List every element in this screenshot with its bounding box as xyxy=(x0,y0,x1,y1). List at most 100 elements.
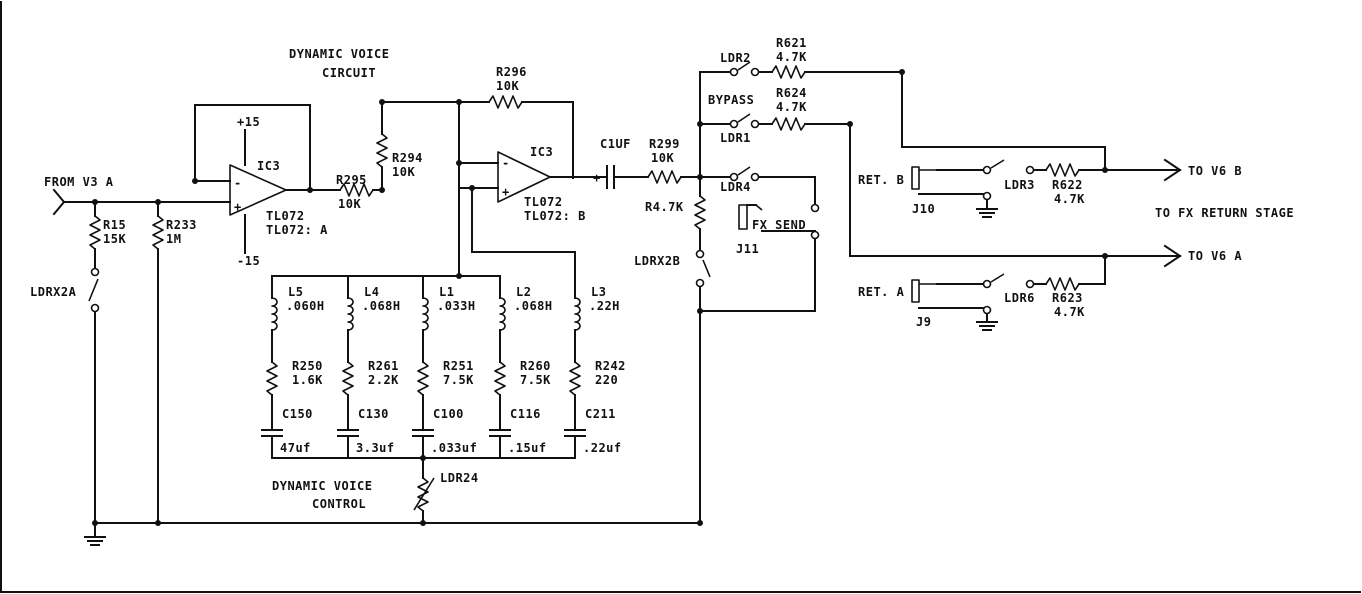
ret-b-label: RET. B xyxy=(858,173,904,187)
r623-value: 4.7K xyxy=(1054,305,1085,319)
r296-name: R296 xyxy=(496,65,527,79)
filter-capacitor-value: .15uf xyxy=(508,441,547,455)
r294-resistor xyxy=(376,101,388,191)
ground-symbol-input xyxy=(84,522,106,546)
ldrx2a-switch xyxy=(88,278,100,524)
ldr1-label: LDR1 xyxy=(720,131,751,145)
ic3a-minus: - xyxy=(234,176,242,190)
r294-name: R294 xyxy=(392,151,423,165)
filter-resistor-name: R251 xyxy=(443,359,474,373)
filter-capacitor-name: C130 xyxy=(358,407,389,421)
j10-label: J10 xyxy=(912,202,935,216)
filter-capacitor-value: 3.3uf xyxy=(356,441,395,455)
filter-resistor-value: 2.2K xyxy=(368,373,399,387)
ret-b-circuit xyxy=(911,158,1182,218)
ic3b-opamp xyxy=(458,151,608,293)
filter-bank: L5.060HR2501.6KC15047ufL4.068HR2612.2KC1… xyxy=(261,275,626,459)
r296-feedback xyxy=(381,95,574,277)
c1uf-capacitor xyxy=(606,165,649,189)
ldrx2b-label: LDRX2B xyxy=(634,254,680,268)
ldr24-label: LDR24 xyxy=(440,471,479,485)
r621-name: R621 xyxy=(776,36,807,50)
ic3b-plus: + xyxy=(502,185,510,199)
ldr1-switch xyxy=(699,113,1181,257)
r621-value: 4.7K xyxy=(776,50,807,64)
filter-resistor-value: 220 xyxy=(595,373,618,387)
r622-value: 4.7K xyxy=(1054,192,1085,206)
dynamic-voice-control-sublabel: CONTROL xyxy=(312,497,366,511)
ic3a-part-unit: TL072: A xyxy=(266,223,328,237)
ic3a-opamp xyxy=(194,104,341,254)
dynamic-voice-title: DYNAMIC VOICE xyxy=(289,47,389,61)
from-v3-label: FROM V3 A xyxy=(44,175,114,189)
r295-name: R295 xyxy=(336,173,367,187)
input-connector xyxy=(52,188,196,216)
filter-capacitor-name: C211 xyxy=(585,407,616,421)
filter-capacitor-name: C116 xyxy=(510,407,541,421)
filter-resistor-name: R260 xyxy=(520,359,551,373)
filter-resistor-value: 7.5K xyxy=(443,373,474,387)
filter-inductor-name: L5 xyxy=(288,285,303,299)
ldr6-label: LDR6 xyxy=(1004,291,1035,305)
filter-inductor-name: L4 xyxy=(364,285,379,299)
filter-inductor-value: .068H xyxy=(362,299,401,313)
ic3a-part: TL072 xyxy=(266,209,305,223)
c1uf-label: C1UF xyxy=(600,137,631,151)
r233-resistor xyxy=(152,201,164,524)
ic3b-part-unit: TL072: B xyxy=(524,209,586,223)
filter-inductor-value: .22H xyxy=(589,299,620,313)
r15-resistor xyxy=(89,201,101,277)
filter-resistor-name: R242 xyxy=(595,359,626,373)
c1uf-plus: + xyxy=(593,171,601,185)
j11-label: J11 xyxy=(736,242,759,256)
ic3b-part: TL072 xyxy=(524,195,563,209)
filter-capacitor-value: 47uf xyxy=(280,441,311,455)
filter-resistor-name: R250 xyxy=(292,359,323,373)
ret-a-circuit xyxy=(911,244,1182,331)
dynamic-voice-control-label: DYNAMIC VOICE xyxy=(272,479,372,493)
r233-name: R233 xyxy=(166,218,197,232)
ic3a-vminus: -15 xyxy=(237,254,260,268)
to-v6-a-label: TO V6 A xyxy=(1188,249,1242,263)
ic3b-minus: - xyxy=(502,156,510,170)
r295-value: 10K xyxy=(338,197,361,211)
filter-inductor-name: L2 xyxy=(516,285,531,299)
filter-inductor-name: L1 xyxy=(439,285,454,299)
filter-capacitor-value: .22uf xyxy=(583,441,622,455)
r624-name: R624 xyxy=(776,86,807,100)
ldr2-label: LDR2 xyxy=(720,51,751,65)
r299-resistor xyxy=(647,170,731,184)
r299-value: 10K xyxy=(651,151,674,165)
filter-inductor-value: .060H xyxy=(286,299,325,313)
r47k-label: R4.7K xyxy=(645,200,684,214)
r15-name: R15 xyxy=(103,218,126,232)
ldr4-switch xyxy=(729,166,816,205)
r623-name: R623 xyxy=(1052,291,1083,305)
filter-inductor-value: .068H xyxy=(514,299,553,313)
filter-resistor-value: 7.5K xyxy=(520,373,551,387)
r622-name: R622 xyxy=(1052,178,1083,192)
j9-label: J9 xyxy=(916,315,931,329)
filter-capacitor-name: C150 xyxy=(282,407,313,421)
j11-fx-send-jack xyxy=(738,203,820,312)
ldr3-label: LDR3 xyxy=(1004,178,1035,192)
r299-name: R299 xyxy=(649,137,680,151)
ldr4-label: LDR4 xyxy=(720,180,751,194)
r233-value: 1M xyxy=(166,232,181,246)
ic3a-name: IC3 xyxy=(257,159,280,173)
r624-value: 4.7K xyxy=(776,100,807,114)
ldrx2a-label: LDRX2A xyxy=(30,285,77,299)
filter-capacitor-name: C100 xyxy=(433,407,464,421)
to-fx-return-label: TO FX RETURN STAGE xyxy=(1155,206,1294,220)
ic3b-name: IC3 xyxy=(530,145,553,159)
ic3a-plus: + xyxy=(234,200,242,214)
r294-value: 10K xyxy=(392,165,415,179)
ic3a-vplus: +15 xyxy=(237,115,260,129)
